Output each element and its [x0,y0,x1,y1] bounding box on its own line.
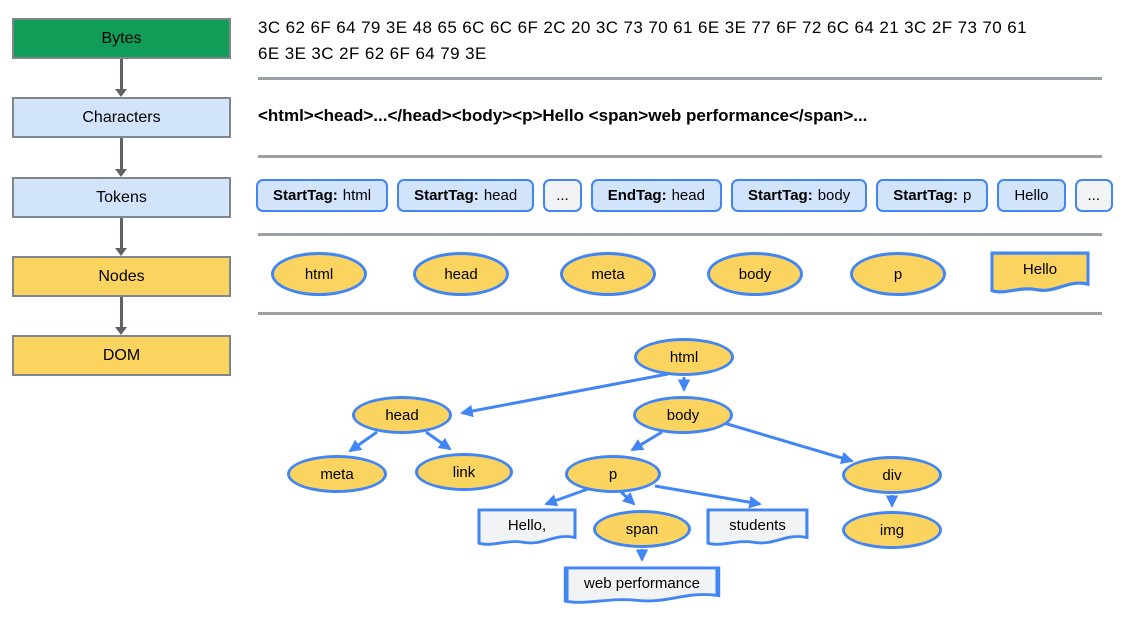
token-type: StartTag: [273,187,338,204]
tree-node-head: head [352,396,452,434]
node-label: html [669,348,699,366]
node-label: head [385,406,419,424]
pipeline-connector-arrow [115,138,128,177]
edge-body-div [723,421,854,464]
separator-line [258,155,1102,158]
tree-node-html: html [634,338,734,376]
token-ellipsis: ... [543,179,582,212]
pipeline-stage-tokens: Tokens [12,177,231,218]
node-label: body [666,406,700,424]
node-html: html [271,252,367,296]
connector-line [120,218,123,248]
node-label: Hello, [507,516,547,534]
node-label: Hello [1022,261,1058,279]
connector-line [120,59,123,89]
edge-head-meta [348,430,378,453]
node-body: body [707,252,803,296]
bytes-hex-line-1: 3C 62 6F 64 79 3E 48 65 6C 6C 6F 2C 20 3… [258,18,1027,37]
arrowhead-down-icon [115,248,127,256]
stage-label: Tokens [96,188,147,206]
edge-head-link [425,430,452,451]
token-value: p [962,187,972,204]
token-type: StartTag: [414,187,479,204]
connector-line [120,138,123,169]
pipeline-connector-arrow [115,297,128,335]
tree-text-node-web-performance: web performance [563,566,721,606]
connector-line [120,297,123,327]
node-p: p [850,252,946,296]
tree-node-span: span [593,510,691,548]
node-label: html [304,265,334,283]
node-label: div [882,466,902,484]
edge-body-p [630,430,663,452]
arrowhead-down-icon [115,327,127,335]
node-label: head [444,265,478,283]
node-head: head [413,252,509,296]
text-node-flag-shape [706,508,809,546]
pipeline-connector-arrow [115,218,128,256]
separator-line [258,233,1102,236]
node-label: body [738,265,772,283]
token-text-hello: Hello [997,179,1066,212]
characters-string: <html><head>...</head><body><p>Hello <sp… [258,106,868,125]
token-value: Hello [1014,187,1049,204]
tree-node-link: link [415,453,513,491]
stage-label: DOM [102,346,141,364]
tree-node-p: p [565,455,661,493]
pipeline-stage-bytes: Bytes [12,18,231,59]
token-value: body [817,187,851,204]
token-starttag-html: StartTag: html [256,179,389,212]
node-label: img [879,521,905,539]
node-text-hello: Hello [990,251,1090,296]
token-value: head [671,187,705,204]
node-label: meta [320,465,354,483]
node-label: meta [591,265,625,283]
node-label: p [893,265,903,283]
token-type: StartTag: [747,187,813,204]
separator-line [258,312,1102,315]
tree-node-meta: meta [287,455,387,493]
token-type: EndTag: [607,187,667,204]
text-node-flag-shape [990,251,1090,294]
pipeline-stage-dom: DOM [12,335,231,376]
edge-p-span [618,489,636,506]
edge-p-students [654,484,762,509]
tree-text-node-hello: Hello, [477,508,577,548]
tree-node-img: img [842,511,942,549]
tree-node-body: body [633,396,733,434]
token-starttag-p: StartTag: p [876,179,989,212]
stage-label: Bytes [101,29,142,47]
pipeline-stage-nodes: Nodes [12,256,231,297]
node-label: students [729,516,786,534]
tree-node-div: div [842,456,942,494]
token-value: ... [556,187,569,204]
edge-p-hello [544,487,589,507]
node-label: link [452,463,476,481]
text-node-flag-shape [563,566,721,604]
text-node-flag-shape [477,508,577,546]
arrowhead-down-icon [115,169,127,177]
pipeline-connector-arrow [115,59,128,97]
node-label: p [608,465,618,483]
token-value: ... [1087,187,1101,204]
token-endtag-head: EndTag: head [590,179,722,212]
arrowhead-down-icon [115,89,127,97]
stage-label: Characters [82,108,161,126]
tree-text-node-students: students [706,508,809,548]
token-starttag-head: StartTag: head [397,179,535,212]
pipeline-stage-characters: Characters [12,97,231,138]
stage-label: Nodes [98,267,145,285]
token-value: head [483,187,518,204]
separator-line [258,77,1102,80]
bytes-hex-line-2: 6E 3E 3C 2F 62 6F 64 79 3E [258,44,487,63]
token-ellipsis: ... [1074,179,1114,212]
token-row: StartTag: html StartTag: head ... EndTag… [256,179,1114,212]
node-meta: meta [560,252,656,296]
node-label: web performance [584,574,700,592]
node-label: span [625,520,659,538]
token-starttag-body: StartTag: body [730,179,868,212]
token-type: StartTag: [893,187,958,204]
token-value: html [342,187,372,204]
